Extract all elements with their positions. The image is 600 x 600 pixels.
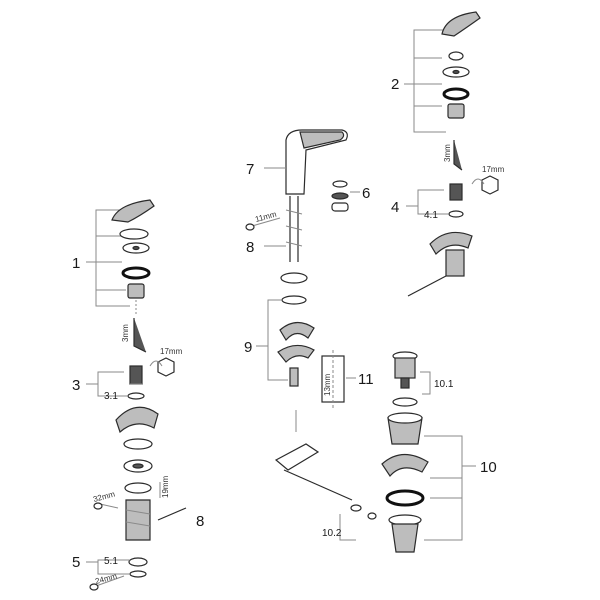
dim-17mm-right: 17mm: [482, 165, 505, 174]
right-assembly: [404, 11, 499, 297]
bracket-10: [424, 435, 463, 541]
hose-left: [157, 507, 187, 521]
o-ring: [121, 266, 151, 280]
stud: [289, 367, 299, 387]
hex-nut: [127, 283, 145, 299]
callout-4: 4: [391, 199, 399, 216]
dim-3mm-left: 3mm: [121, 324, 130, 342]
escutcheon: [115, 406, 159, 434]
bracket-10-1: [420, 371, 431, 395]
pivot-rod: [283, 469, 353, 501]
callout-3-1: 3.1: [104, 391, 118, 402]
horseshoe-washer: [279, 321, 315, 342]
hose-right: [407, 275, 447, 297]
callout-10: 10: [480, 459, 497, 476]
dim-17mm-left: 17mm: [160, 347, 183, 356]
waste-assembly: [381, 351, 476, 553]
spout: [285, 129, 348, 195]
dim-13mm: 13mm: [323, 373, 332, 396]
callout-10-2: 10.2: [322, 528, 342, 539]
callout-11: 11: [358, 371, 374, 388]
callout-4-1: 4.1: [424, 210, 438, 221]
bracket-9: [267, 299, 288, 381]
callout-5-1: 5.1: [104, 556, 118, 567]
bracket-1: [95, 209, 130, 307]
callout-8-left: 8: [196, 513, 204, 530]
callout-2: 2: [391, 76, 399, 93]
bracket-5: [97, 559, 130, 575]
lever-handle: [111, 199, 155, 223]
callout-7: 7: [246, 161, 254, 178]
dim-32mm: 32mm: [92, 489, 116, 504]
left-assembly: [86, 199, 187, 591]
bracket-4: [417, 189, 448, 215]
middle-assembly: [245, 129, 377, 541]
hex-17mm: [157, 357, 175, 377]
valve-body: [125, 499, 151, 541]
cap: [119, 228, 149, 240]
allen-key-3mm: [133, 318, 147, 353]
callout-3: 3: [72, 377, 80, 394]
cartridge: [129, 365, 143, 385]
callout-10-1: 10.1: [434, 379, 454, 390]
callout-5: 5: [72, 554, 80, 571]
dim-19mm: 19mm: [161, 475, 170, 498]
aerator: [332, 180, 348, 188]
callout-1: 1: [72, 255, 80, 272]
callout-8-mid: 8: [246, 239, 254, 256]
popup-lever: [274, 443, 320, 471]
bracket-2: [413, 29, 446, 133]
seal-3-1: [127, 392, 145, 400]
callout-6: 6: [362, 185, 370, 202]
callout-9: 9: [244, 339, 252, 356]
dim-3mm-right: 3mm: [443, 144, 452, 162]
